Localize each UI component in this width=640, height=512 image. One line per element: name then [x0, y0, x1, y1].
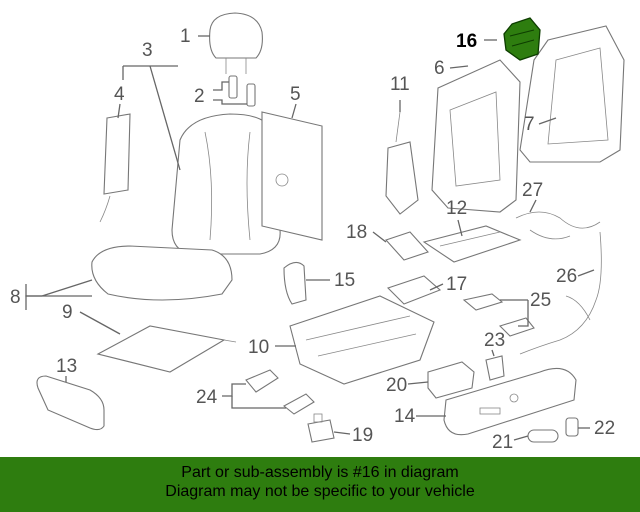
trim-cover-part[interactable]	[283, 261, 307, 305]
wire-harness-part[interactable]	[519, 231, 602, 355]
callout-4[interactable]: 4	[114, 84, 125, 105]
callout-20[interactable]: 20	[386, 375, 407, 396]
callout-9[interactable]: 9	[62, 302, 73, 323]
callout-14[interactable]: 14	[394, 406, 416, 427]
banner-line-2: Diagram may not be specific to your vehi…	[165, 483, 475, 500]
sensor-part[interactable]	[485, 355, 505, 381]
callout-11[interactable]: 11	[390, 74, 410, 95]
seatback-panel-part[interactable]	[519, 25, 625, 163]
connector-part[interactable]	[307, 413, 335, 443]
callout-17[interactable]: 17	[446, 274, 467, 295]
callout-24[interactable]: 24	[196, 387, 218, 408]
switch-base-part[interactable]	[386, 275, 442, 305]
callout-2[interactable]: 2	[194, 86, 205, 107]
callout-15[interactable]: 15	[334, 270, 355, 291]
headrest-guide-part[interactable]	[228, 75, 256, 107]
lumbar-support-part[interactable]	[422, 225, 522, 263]
callout-8[interactable]: 8	[10, 287, 21, 308]
callout-12[interactable]: 12	[446, 198, 467, 219]
banner-line-1: Part or sub-assembly is #16 in diagram	[181, 464, 459, 481]
side-bracket-part[interactable]	[462, 293, 535, 337]
callout-26[interactable]: 26	[556, 266, 577, 287]
callout-6[interactable]: 6	[434, 58, 445, 79]
callout-16[interactable]: 16	[456, 31, 477, 52]
seat-shield-part[interactable]	[443, 367, 577, 436]
leader-lines	[25, 35, 595, 441]
callout-18[interactable]: 18	[346, 222, 367, 243]
cap-part[interactable]	[565, 417, 579, 437]
side-trim-part[interactable]	[36, 375, 105, 431]
callout-27[interactable]: 27	[522, 180, 543, 201]
seatback-heater-part[interactable]	[99, 113, 131, 223]
parts-diagram: 1 2 3 4 5 6 7 8 9 10 11 12 13 14 15 16 1…	[10, 12, 625, 453]
seatback-harness-part[interactable]	[515, 211, 601, 240]
seat-cushion-part[interactable]	[91, 245, 233, 301]
callout-25[interactable]: 25	[530, 290, 551, 311]
knob-part[interactable]	[527, 429, 559, 443]
callout-22[interactable]: 22	[594, 418, 615, 439]
callout-3[interactable]: 3	[142, 40, 153, 61]
seatback-frame-part[interactable]	[431, 59, 521, 213]
recliner-part[interactable]	[385, 111, 419, 215]
callout-7[interactable]: 7	[524, 114, 535, 135]
callout-5[interactable]: 5	[290, 84, 301, 105]
callout-19[interactable]: 19	[352, 425, 373, 446]
callout-21[interactable]: 21	[492, 432, 513, 453]
headrest-part[interactable]	[209, 12, 263, 74]
callout-1[interactable]: 1	[180, 26, 191, 47]
power-switch-part[interactable]	[427, 361, 475, 399]
callout-23[interactable]: 23	[484, 330, 505, 351]
cushion-heater-part[interactable]	[96, 325, 237, 373]
seatback-board-part[interactable]	[261, 111, 323, 241]
lumbar-module-part[interactable]	[385, 231, 429, 261]
callout-10[interactable]: 10	[248, 337, 269, 358]
seat-track-part[interactable]	[289, 295, 435, 385]
info-banner: Part or sub-assembly is #16 in diagram D…	[0, 457, 640, 512]
callout-13[interactable]: 13	[56, 356, 77, 377]
highlighted-part-16[interactable]	[503, 17, 541, 61]
bracket-part[interactable]	[245, 369, 315, 415]
